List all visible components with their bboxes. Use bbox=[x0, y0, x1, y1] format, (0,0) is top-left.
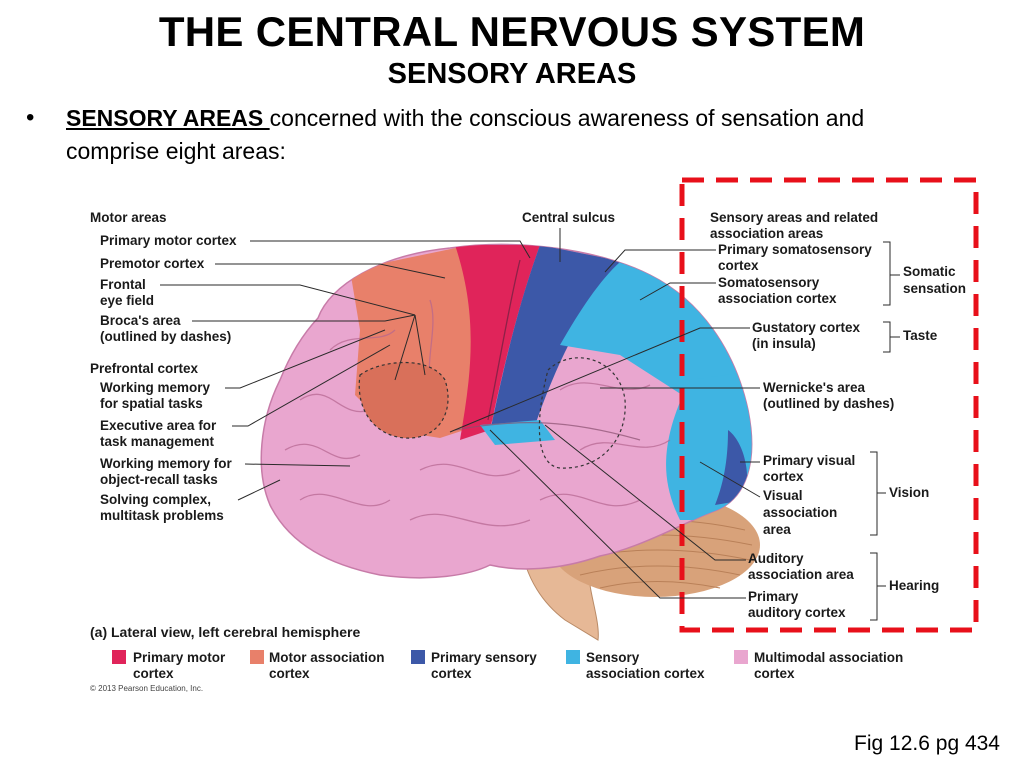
label-object-recall: object-recall tasks bbox=[100, 472, 218, 487]
sensory-header-1: Sensory areas and related bbox=[710, 210, 878, 225]
slide-subtitle: SENSORY AREAS bbox=[387, 58, 637, 90]
label-somatosensory-assoc-2: association cortex bbox=[718, 291, 837, 306]
bullet-term: SENSORY AREAS bbox=[66, 105, 270, 131]
label-somatosensory-assoc: Somatosensory bbox=[718, 275, 820, 290]
legend: Primary motor cortex Motor association c… bbox=[112, 650, 903, 681]
brocas-area-outline bbox=[358, 362, 449, 439]
group-sensation: sensation bbox=[903, 281, 966, 296]
group-somatic: Somatic bbox=[903, 264, 956, 279]
gyri-texture bbox=[284, 259, 671, 527]
legend-swatch-sensory-assoc bbox=[566, 650, 580, 664]
group-brackets bbox=[870, 241, 900, 621]
label-wernickes-2: (outlined by dashes) bbox=[763, 396, 894, 411]
legend-label-motor-assoc-2: cortex bbox=[269, 666, 310, 681]
bullet-text: SENSORY AREAS concerned with the conscio… bbox=[66, 102, 966, 168]
legend-label-sensory-assoc-2: association cortex bbox=[586, 666, 705, 681]
label-visual-assoc: Visual bbox=[763, 488, 803, 503]
prefrontal-header: Prefrontal cortex bbox=[90, 361, 199, 376]
sensory-header-2: association areas bbox=[710, 226, 823, 241]
label-visual-assoc-2: association bbox=[763, 505, 837, 520]
legend-label-primary-motor: Primary motor bbox=[133, 650, 226, 665]
group-vision: Vision bbox=[889, 485, 929, 500]
legend-label-primary-sensory: Primary sensory bbox=[431, 650, 537, 665]
label-primary-somatosensory-2: cortex bbox=[718, 258, 759, 273]
label-primary-motor: Primary motor cortex bbox=[100, 233, 237, 248]
group-taste: Taste bbox=[903, 328, 938, 343]
legend-label-primary-sensory-2: cortex bbox=[431, 666, 472, 681]
legend-swatch-primary-motor bbox=[112, 650, 126, 664]
label-solving-complex: Solving complex, bbox=[100, 492, 211, 507]
region-primary-motor bbox=[455, 245, 540, 440]
label-eye-field: eye field bbox=[100, 293, 154, 308]
label-multitask: multitask problems bbox=[100, 508, 224, 523]
legend-label-primary-motor-2: cortex bbox=[133, 666, 174, 681]
legend-swatch-primary-sensory bbox=[411, 650, 425, 664]
label-visual-assoc-3: area bbox=[763, 522, 791, 537]
region-primary-visual bbox=[715, 430, 748, 505]
right-leader-lines bbox=[449, 249, 761, 599]
label-working-memory: Working memory bbox=[100, 380, 211, 395]
label-primary-visual: Primary visual bbox=[763, 453, 855, 468]
region-sensory-association-parietal bbox=[560, 262, 740, 400]
copyright: © 2013 Pearson Education, Inc. bbox=[90, 684, 203, 693]
label-premotor: Premotor cortex bbox=[100, 256, 205, 271]
label-executive: Executive area for bbox=[100, 418, 217, 433]
slide-title: THE CENTRAL NERVOUS SYSTEM bbox=[158, 8, 866, 55]
legend-label-sensory-assoc: Sensory bbox=[586, 650, 640, 665]
legend-swatch-motor-assoc bbox=[250, 650, 264, 664]
label-primary-auditory-2: auditory cortex bbox=[748, 605, 846, 620]
figure-reference: Fig 12.6 pg 434 bbox=[854, 732, 1000, 755]
legend-swatch-multimodal bbox=[734, 650, 748, 664]
label-brocas: Broca's area bbox=[100, 313, 181, 328]
label-central-sulcus: Central sulcus bbox=[522, 210, 615, 225]
label-task-management: task management bbox=[100, 434, 215, 449]
label-spatial-tasks: for spatial tasks bbox=[100, 396, 203, 411]
label-brocas-note: (outlined by dashes) bbox=[100, 329, 231, 344]
label-auditory-assoc: Auditory bbox=[748, 551, 804, 566]
bullet-marker: • bbox=[26, 104, 35, 131]
label-frontal: Frontal bbox=[100, 277, 146, 292]
label-primary-auditory: Primary bbox=[748, 589, 799, 604]
label-gustatory-2: (in insula) bbox=[752, 336, 816, 351]
label-primary-visual-2: cortex bbox=[763, 469, 804, 484]
motor-areas-header: Motor areas bbox=[90, 210, 167, 225]
sensory-highlight-frame bbox=[679, 177, 979, 633]
bullet-rest-line2: comprise eight areas: bbox=[66, 138, 286, 164]
label-gustatory: Gustatory cortex bbox=[752, 320, 861, 335]
left-leader-lines bbox=[160, 240, 531, 501]
legend-label-multimodal: Multimodal association bbox=[754, 650, 903, 665]
group-hearing: Hearing bbox=[889, 578, 939, 593]
label-primary-somatosensory: Primary somatosensory bbox=[718, 242, 872, 257]
region-primary-sensory bbox=[490, 245, 625, 440]
legend-label-motor-assoc: Motor association bbox=[269, 650, 385, 665]
label-working-memory-objects: Working memory for bbox=[100, 456, 233, 471]
figure-caption: (a) Lateral view, left cerebral hemisphe… bbox=[90, 624, 360, 640]
label-wernickes: Wernicke's area bbox=[763, 380, 866, 395]
bullet-rest-line1: concerned with the conscious awareness o… bbox=[269, 105, 865, 131]
cortex-regions bbox=[350, 245, 752, 520]
label-auditory-assoc-2: association area bbox=[748, 567, 854, 582]
wernickes-area-outline bbox=[538, 357, 626, 469]
legend-label-multimodal-2: cortex bbox=[754, 666, 795, 681]
